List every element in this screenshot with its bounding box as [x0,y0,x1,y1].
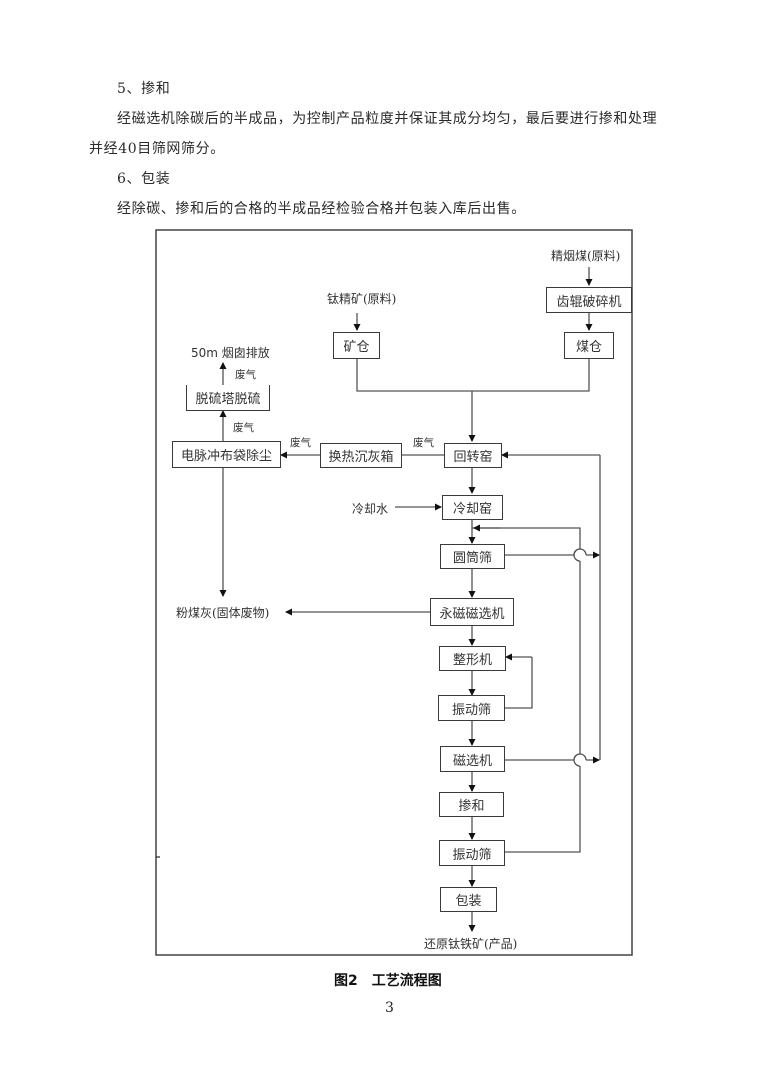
box-shaping-machine: 整形机 [439,646,506,671]
box-roller-crusher: 齿辊破碎机 [546,287,632,313]
line-vib1-return [505,657,533,709]
box-vibrating-screen-1: 振动筛 [438,695,505,721]
box-blending: 掺和 [439,792,504,817]
box-bag-filter: 电脉冲布袋除尘 [172,441,281,468]
figure-caption: 图2 工艺流程图 [334,973,442,989]
box-vibrating-screen-2: 振动筛 [439,840,505,866]
section6-body: 经除碳、掺和后的合格的半成品经检验合格并包装入库后出售。 [117,201,526,217]
waste-gas-label-3: 废气 [290,437,311,449]
box-ore-bin: 矿仓 [333,332,380,359]
input-coal: 精烟煤(原料) [551,249,621,263]
box-coal-bin: 煤仓 [564,332,614,359]
section5-body-line2: 并经40目筛网筛分。 [89,141,225,157]
box-drum-screen: 圆筒筛 [440,544,505,569]
page-number: 3 [385,1000,394,1016]
box-magnetic-separator: 磁选机 [440,746,505,772]
line-inner-return-lower [505,766,581,853]
input-cooling-water: 冷却水 [352,502,389,516]
line-inner-jump-upper [573,548,581,562]
waste-gas-label-1: 废气 [235,369,256,381]
line-inner-jump-lower [573,753,581,767]
waste-gas-label-4: 废气 [413,437,434,449]
flowchart-frame [155,229,633,956]
box-pm-separator: 永磁磁选机 [430,598,514,626]
section6-heading: 6、包装 [117,171,171,187]
line-inner-return-upper [472,527,581,549]
box-rotary-kiln: 回转窑 [444,443,502,468]
output-product: 还原钛铁矿(产品) [424,937,518,951]
output-fly-ash: 粉煤灰(固体废物) [176,606,270,620]
box-desulfurization-tower: 脱硫塔脱硫 [186,385,270,411]
input-titanium-concentrate: 钛精矿(原料) [327,292,397,306]
line-bins-merge [356,359,590,392]
box-heat-exchange: 换热沉灰箱 [320,443,402,468]
output-chimney: 50m 烟囱排放 [191,346,270,360]
box-cooling-kiln: 冷却窑 [442,495,503,520]
section5-heading: 5、掺和 [117,81,171,97]
section5-body-line1: 经磁选机除碳后的半成品，为控制产品粒度并保证其成分均匀，最后要进行掺和处理 [117,111,658,127]
waste-gas-label-2: 废气 [233,422,254,434]
box-packaging: 包装 [440,887,497,912]
